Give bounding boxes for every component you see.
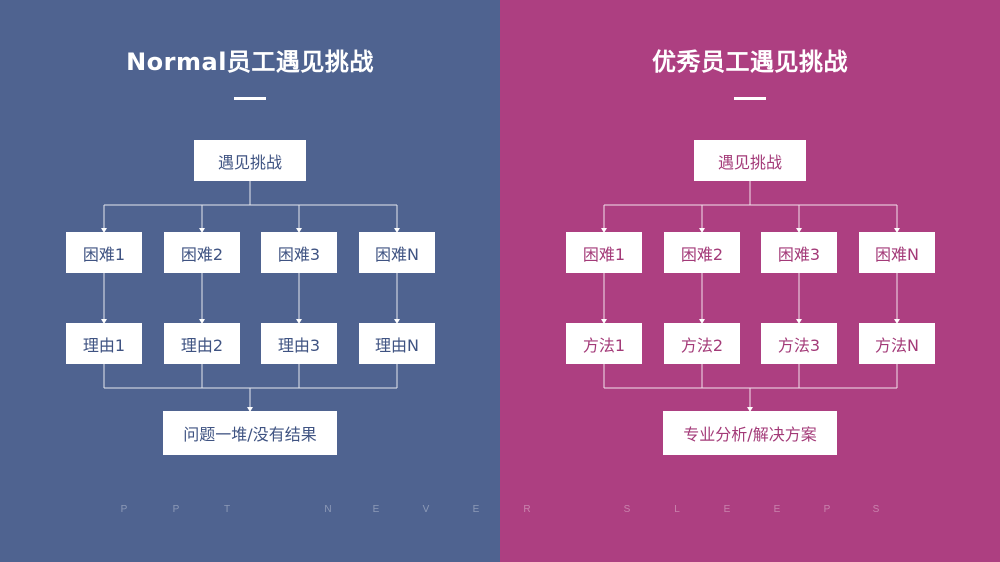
right-method-node-1: 方法1 (566, 323, 642, 364)
footer-letter: S (872, 504, 880, 515)
left-reason-node-1: 理由1 (66, 323, 142, 364)
left-root-node: 遇见挑战 (194, 140, 306, 181)
footer-letter: E (472, 504, 480, 515)
left-reason-node-2: 理由2 (164, 323, 240, 364)
right-root-node: 遇见挑战 (694, 140, 806, 181)
left-title: Normal员工遇见挑战 (126, 48, 374, 76)
right-difficulty-node-2: 困难2 (664, 232, 740, 273)
footer-letter: P (120, 504, 128, 515)
right-difficulty-node-n: 困难N (859, 232, 935, 273)
left-title-underline (234, 97, 266, 100)
left-difficulty-node-n: 困难N (359, 232, 435, 273)
right-difficulty-node-3: 困难3 (761, 232, 837, 273)
right-title: 优秀员工遇见挑战 (652, 48, 848, 76)
right-difficulty-node-1: 困难1 (566, 232, 642, 273)
left-reason-node-3: 理由3 (261, 323, 337, 364)
footer-letter: E (372, 504, 380, 515)
footer-letter: P (172, 504, 180, 515)
left-panel: Normal员工遇见挑战 (0, 0, 500, 562)
footer-tagline: P P T N E V E R S L E E P S (0, 504, 1000, 524)
right-connector-lines (601, 181, 900, 412)
footer-letter: R (523, 504, 531, 515)
left-difficulty-node-3: 困难3 (261, 232, 337, 273)
footer-letter: T (223, 504, 231, 515)
right-title-underline (734, 97, 766, 100)
footer-letter: P (823, 504, 831, 515)
left-connector-lines (101, 181, 400, 412)
right-method-node-n: 方法N (859, 323, 935, 364)
footer-letter: E (723, 504, 731, 515)
left-difficulty-node-2: 困难2 (164, 232, 240, 273)
footer-letter: S (623, 504, 631, 515)
right-method-node-3: 方法3 (761, 323, 837, 364)
footer-letter: L (674, 504, 680, 515)
right-result-node: 专业分析/解决方案 (663, 411, 837, 455)
right-method-node-2: 方法2 (664, 323, 740, 364)
footer-letter: N (324, 504, 332, 515)
left-result-node: 问题一堆/没有结果 (163, 411, 337, 455)
footer-letter: V (422, 504, 430, 515)
footer-letter: E (773, 504, 781, 515)
left-difficulty-node-1: 困难1 (66, 232, 142, 273)
right-panel: 优秀员工遇见挑战 (500, 0, 1000, 562)
left-reason-node-n: 理由N (359, 323, 435, 364)
